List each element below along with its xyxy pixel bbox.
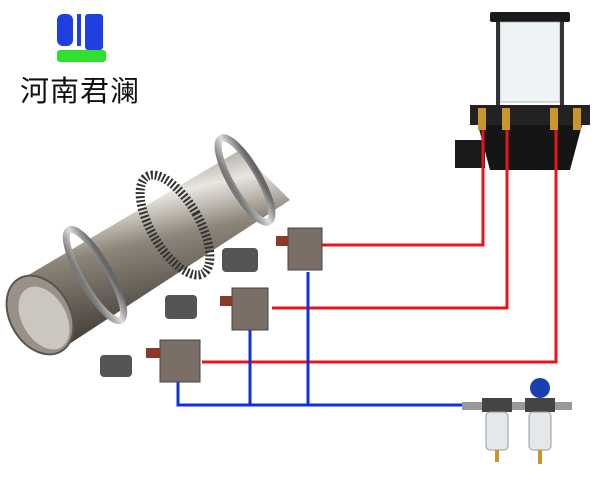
rotary-drum xyxy=(5,134,290,377)
oil-line-3 xyxy=(202,130,558,364)
distributor-valve xyxy=(220,287,269,331)
company-name: 河南君澜 xyxy=(20,74,141,108)
tyre-ring xyxy=(62,225,128,325)
girth-gear xyxy=(135,170,215,280)
oil-supply-lines xyxy=(202,130,558,364)
distributor-valve xyxy=(146,339,201,383)
grease-pump-station xyxy=(455,12,590,170)
distributor-valve xyxy=(276,227,323,271)
oil-line-1 xyxy=(322,130,485,247)
support-roller xyxy=(165,295,197,319)
air-filter-regulator xyxy=(462,378,572,464)
support-roller xyxy=(100,355,132,377)
air-supply-lines xyxy=(176,272,462,407)
oil-line-2 xyxy=(272,130,509,310)
tyre-ring xyxy=(214,134,276,226)
company-logo xyxy=(57,14,106,62)
support-roller xyxy=(222,248,258,272)
